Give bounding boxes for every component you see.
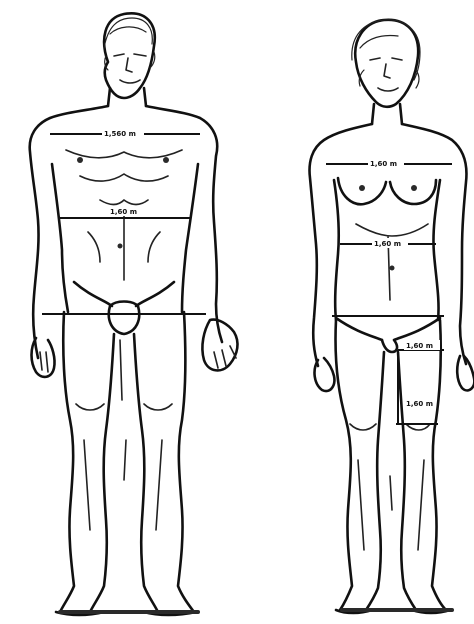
female-head [355,20,418,107]
male-figure: 1,560 m 1,60 m [30,13,238,615]
female-hair [352,20,420,88]
male-legs-outline [60,312,194,612]
female-right-nipple [411,185,417,191]
male-hand-fingers [40,346,236,372]
male-ground-shadow [58,610,200,614]
male-waist-label: 1,60 m [110,208,137,216]
female-ground-shadow [340,608,454,612]
female-waist-label: 1,60 m [374,240,401,248]
female-face-features [370,58,402,91]
male-leg-details [76,340,172,530]
male-head [104,13,155,98]
female-torso-detail [356,224,428,300]
female-bust [338,178,436,204]
male-right-hand [202,320,237,371]
female-thigh-label: 1,60 m [406,400,433,408]
female-bust-label: 1,60 m [370,160,397,168]
female-figure: 1,60 m 1,60 m 1,60 m 1,60 m [310,20,474,613]
male-right-nipple [163,157,169,163]
male-navel [118,244,123,249]
female-left-hand [315,358,335,391]
male-pelvis-detail [74,282,174,334]
male-chest-label: 1,560 m [104,130,136,138]
male-face-features [114,54,146,83]
female-hip-label: 1,60 m [406,342,433,350]
female-left-nipple [359,185,365,191]
male-left-nipple [77,157,83,163]
male-torso-outline [30,106,222,358]
female-legs-outline [335,320,446,610]
female-navel [390,266,395,271]
male-body-sides [52,164,198,312]
male-hair [104,18,155,70]
female-leg-details [350,424,430,550]
